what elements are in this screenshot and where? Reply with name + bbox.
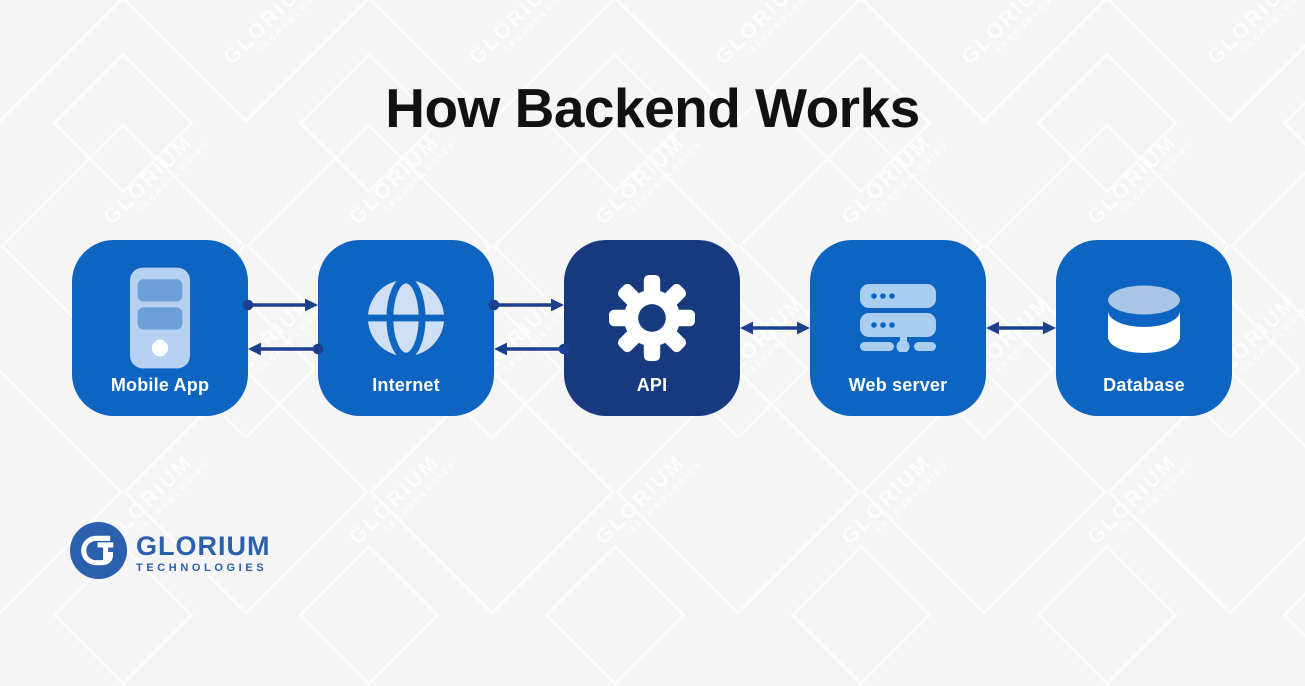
glorium-logo-mark [70,522,127,584]
arrow-api-to-internet [494,342,570,356]
gear-icon [564,260,740,376]
arrow-api-webserver-bidirectional [740,321,810,335]
arrow-webserver-database-bidirectional [986,321,1056,335]
arrow-mobile-to-internet [242,298,318,312]
globe-icon [318,260,494,376]
diamond-line [790,544,932,686]
node-label: Web server [848,375,948,395]
node-label: Internet [372,375,440,395]
node-label: Mobile App [110,375,210,395]
diamond-line [1229,122,1305,370]
logo-name: GLORIUM [136,530,271,561]
node-api: API [564,240,740,416]
diamond-line [298,544,440,686]
logo-subtitle: TECHNOLOGIES [136,561,268,574]
page-title: How Backend Works [385,77,920,139]
arrow-internet-to-mobile [248,342,324,356]
database-icon [1056,260,1232,376]
server-icon [810,260,986,376]
glorium-logo-text: GLORIUM TECHNOLOGIES [136,530,271,574]
diamond-line [544,544,686,686]
mobile-icon [72,260,248,376]
diamond-line [1036,544,1178,686]
arrow-internet-to-api [488,298,564,312]
node-mobile-app: Mobile App [72,240,248,416]
node-web-server: Web server [810,240,986,416]
node-internet: Internet [318,240,494,416]
node-label: Database [1103,375,1185,395]
diamond-line [1282,544,1305,686]
node-database: Database [1056,240,1232,416]
glorium-logo: GLORIUM TECHNOLOGIES [70,522,271,584]
node-label: API [636,375,668,395]
